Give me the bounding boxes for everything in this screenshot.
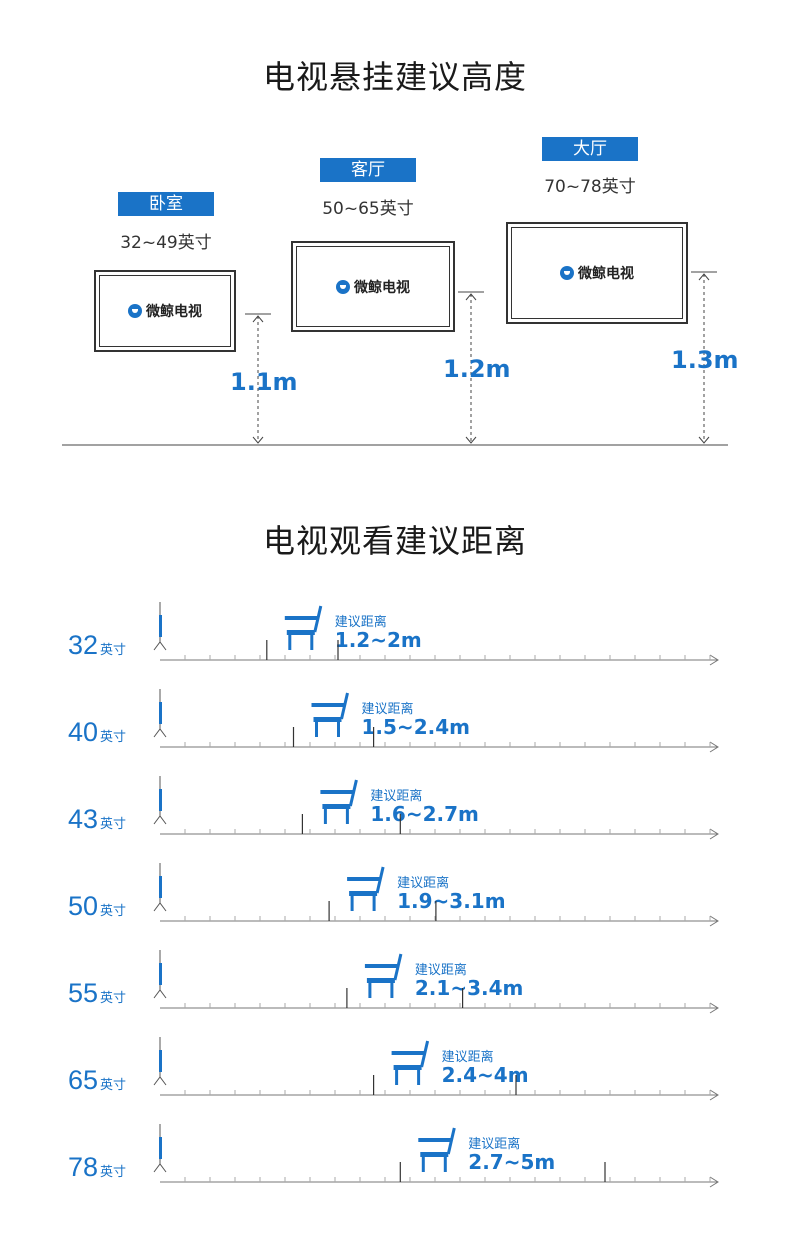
brand-mark: 微鲸电视: [336, 277, 410, 297]
arrow-right-icon: [709, 915, 719, 927]
recommended-distance-value: 1.2~2m: [334, 628, 422, 652]
tv-size-number: 32: [68, 630, 99, 660]
tv-side-icon: [159, 876, 162, 898]
arrow-down-icon: [252, 436, 264, 444]
chair-icon: [284, 605, 323, 650]
chair-icon: [391, 1040, 430, 1085]
arrow-right-icon: [709, 1089, 719, 1101]
tv-stand-icon: [153, 989, 167, 999]
tv-stand-icon: [153, 641, 167, 651]
tv-stand-icon: [153, 902, 167, 912]
tv-size-unit: 英寸: [100, 903, 127, 918]
height-diagram: [62, 271, 728, 446]
tv-side-icon: [159, 1137, 162, 1159]
arrow-right-icon: [709, 1002, 719, 1014]
hanging-height-title: 电视悬挂建议高度: [262, 58, 527, 96]
viewing-distance-title: 电视观看建议距离: [262, 522, 527, 560]
tv-stand-icon: [153, 728, 167, 738]
tv-size-number: 40: [68, 717, 99, 747]
chair-icon: [320, 779, 358, 824]
height-label-living-room: 1.2m: [443, 355, 511, 383]
tv-size-number: 78: [68, 1152, 99, 1182]
brand-name: 微鲸电视: [578, 266, 634, 282]
tv-side-icon: [159, 615, 162, 637]
arrow-down-icon: [698, 436, 710, 444]
room-size-bedroom: 32~49英寸: [120, 233, 212, 253]
tv-stand-icon: [153, 1076, 167, 1086]
chair-icon: [364, 953, 403, 998]
height-label-hall: 1.3m: [671, 346, 739, 374]
tv-size-number: 65: [68, 1065, 99, 1095]
recommended-distance-value: 1.9~3.1m: [397, 889, 506, 913]
arrow-up-icon: [252, 315, 264, 323]
arrow-right-icon: [709, 828, 719, 840]
recommended-distance-value: 1.6~2.7m: [370, 802, 479, 826]
brand-name: 微鲸电视: [354, 279, 410, 296]
arrow-right-icon: [709, 654, 719, 666]
brand-logo-icon: [336, 279, 350, 294]
arrow-right-icon: [709, 741, 719, 753]
chair-icon: [347, 866, 385, 911]
chair-icon: [418, 1127, 456, 1172]
tv-side-icon: [159, 963, 162, 985]
arrow-up-icon: [465, 293, 477, 301]
recommended-distance-label: 建议距离: [414, 963, 467, 978]
recommended-distance-value: 2.4~4m: [441, 1063, 529, 1087]
room-badge-living-room: 客厅: [320, 158, 416, 182]
recommended-distance-label: 建议距离: [370, 789, 423, 804]
room-size-hall: 70~78英寸: [544, 177, 636, 197]
recommended-distance-label: 建议距离: [361, 702, 414, 717]
tv-size-unit: 英寸: [100, 1164, 127, 1179]
brand-logo-icon: [560, 266, 574, 280]
brand-logo-icon: [128, 304, 142, 318]
room-badge-bedroom: 卧室: [118, 192, 214, 216]
tv-size-unit: 英寸: [100, 729, 127, 744]
tv-stand-icon: [153, 1163, 167, 1173]
arrow-up-icon: [698, 273, 710, 281]
arrow-down-icon: [465, 436, 477, 444]
tv-side-icon: [159, 789, 162, 811]
brand-mark: 微鲸电视: [560, 263, 634, 283]
room-badge-hall: 大厅: [542, 137, 638, 161]
recommended-distance-value: 1.5~2.4m: [361, 715, 470, 739]
tv-living-room: 微鲸电视: [291, 241, 455, 332]
tv-size-number: 55: [68, 978, 99, 1008]
brand-mark: 微鲸电视: [128, 301, 202, 321]
brand-name: 微鲸电视: [146, 304, 202, 320]
recommended-distance-label: 建议距离: [441, 1050, 494, 1065]
tv-size-number: 43: [68, 804, 99, 834]
recommended-distance-label: 建议距离: [397, 876, 450, 891]
tv-size-number: 50: [68, 891, 99, 921]
tv-side-icon: [159, 702, 162, 724]
tv-size-unit: 英寸: [100, 816, 127, 831]
tv-size-unit: 英寸: [100, 1077, 127, 1092]
tv-hall: 微鲸电视: [506, 222, 688, 324]
height-label-bedroom: 1.1m: [230, 368, 298, 396]
chair-icon: [311, 692, 349, 737]
tv-size-unit: 英寸: [100, 642, 127, 657]
recommended-distance-label: 建议距离: [468, 1137, 521, 1152]
tv-stand-icon: [153, 815, 167, 825]
tv-bedroom: 微鲸电视: [94, 270, 236, 352]
recommended-distance-value: 2.1~3.4m: [414, 976, 524, 1000]
recommended-distance-value: 2.7~5m: [468, 1150, 556, 1174]
arrow-right-icon: [709, 1176, 719, 1188]
tv-size-unit: 英寸: [100, 990, 127, 1005]
room-size-living-room: 50~65英寸: [322, 199, 414, 219]
recommended-distance-label: 建议距离: [334, 615, 387, 630]
tv-side-icon: [159, 1050, 162, 1072]
